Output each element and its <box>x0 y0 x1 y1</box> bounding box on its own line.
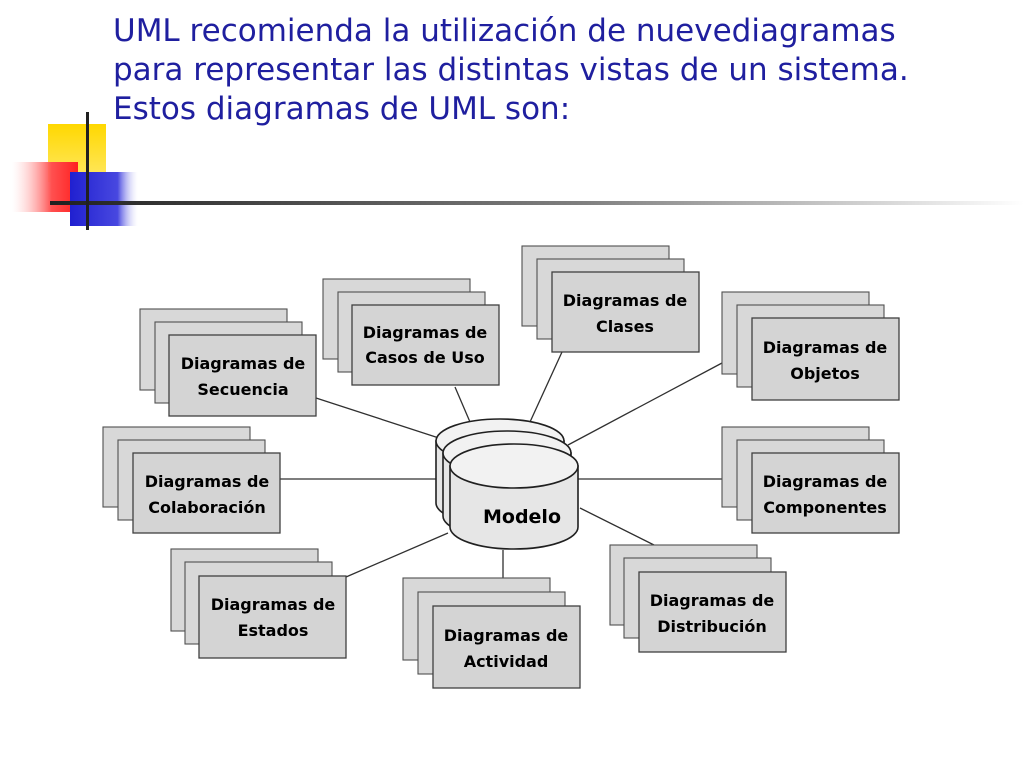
node-componentes: Diagramas de Componentes <box>721 426 900 534</box>
node-actividad: Diagramas de Actividad <box>402 577 581 689</box>
node-secuencia-front <box>168 334 317 417</box>
model-database-icon: Modelo <box>435 418 579 550</box>
node-colab-line1: Diagramas de <box>145 472 270 491</box>
horizontal-rule <box>50 201 1024 205</box>
cylinder-front <box>449 443 579 550</box>
node-colab-line2: Colaboración <box>148 498 266 517</box>
node-secuencia-line1: Diagramas de <box>181 354 306 373</box>
title-line-1: UML recomienda la utilización de nuevedi… <box>113 13 896 49</box>
node-objetos-line1: Diagramas de <box>763 338 888 357</box>
node-objetos-front <box>751 317 900 401</box>
node-clases-line1: Diagramas de <box>563 291 688 310</box>
node-casos-line2: Casos de Uso <box>365 348 485 367</box>
node-distrib-front <box>638 571 787 653</box>
connector-estados <box>345 532 449 578</box>
corner-decoration-graphic <box>12 112 1024 230</box>
node-colaboracion: Diagramas de Colaboración <box>102 426 281 534</box>
node-actividad-front <box>432 605 581 689</box>
node-comp-line2: Componentes <box>763 498 887 517</box>
connector-objetos <box>567 362 723 446</box>
connector-distribucion <box>579 507 655 546</box>
node-comp-front <box>751 452 900 534</box>
node-casos-front <box>351 304 500 386</box>
blue-square <box>70 172 138 226</box>
node-secuencia: Diagramas de Secuencia <box>139 308 317 417</box>
node-objetos: Diagramas de Objetos <box>721 291 900 401</box>
node-comp-line1: Diagramas de <box>763 472 888 491</box>
connector-lines <box>280 351 723 578</box>
node-estados-line1: Diagramas de <box>211 595 336 614</box>
node-colab-front <box>132 452 281 534</box>
node-estados: Diagramas de Estados <box>170 548 347 659</box>
node-objetos-line2: Objetos <box>790 364 860 383</box>
node-actividad-line2: Actividad <box>464 652 549 671</box>
connector-casos-de-uso <box>454 386 471 423</box>
corner-decoration <box>0 0 1024 240</box>
vertical-rule <box>86 112 89 230</box>
node-clases-line2: Clases <box>596 317 654 336</box>
title-line-3: Estos diagramas de UML son: <box>113 91 571 127</box>
node-distrib-line2: Distribución <box>657 617 767 636</box>
node-distribucion: Diagramas de Distribución <box>609 544 787 653</box>
connector-secuencia <box>315 397 446 441</box>
node-estados-line2: Estados <box>238 621 309 640</box>
node-estados-front <box>198 575 347 659</box>
node-clases-front <box>551 271 700 353</box>
model-label: Modelo <box>483 506 561 528</box>
title-line-2: para representar las distintas vistas de… <box>113 52 909 88</box>
node-distrib-line1: Diagramas de <box>650 591 775 610</box>
node-casos-line1: Diagramas de <box>363 323 488 342</box>
node-casos-de-uso: Diagramas de Casos de Uso <box>322 278 500 386</box>
node-clases: Diagramas de Clases <box>521 245 700 353</box>
node-secuencia-line2: Secuencia <box>197 380 288 399</box>
slide-title: UML recomienda la utilización de nuevedi… <box>113 12 1013 129</box>
connector-clases <box>529 351 563 423</box>
node-actividad-line1: Diagramas de <box>444 626 569 645</box>
